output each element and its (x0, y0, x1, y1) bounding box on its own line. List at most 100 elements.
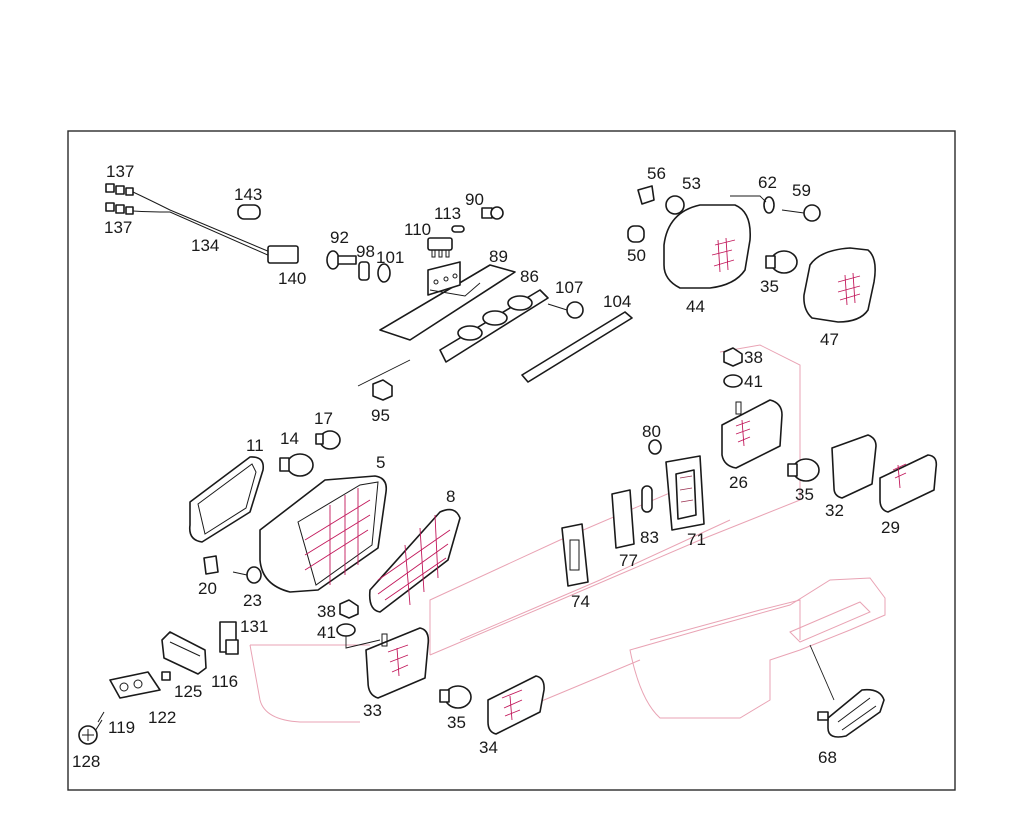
bulb-35-right (787, 458, 820, 482)
part-label: 77 (619, 551, 638, 570)
screw-107 (547, 301, 584, 319)
grommet-80 (648, 439, 662, 455)
lamp-116 (161, 631, 207, 675)
part-label: 56 (647, 164, 666, 183)
brake-light-lens-86 (439, 289, 549, 363)
part-label: 59 (792, 181, 811, 200)
plug-140 (267, 245, 299, 264)
part-label: 101 (376, 248, 404, 267)
part-label: 34 (479, 738, 498, 757)
sleeve-143 (237, 204, 261, 220)
bulb-14 (279, 453, 314, 477)
lamp-26 (721, 399, 783, 469)
part-label: 23 (243, 591, 262, 610)
part-label: 131 (240, 617, 268, 636)
gasket-32 (831, 434, 877, 499)
part-label: 134 (191, 236, 219, 255)
part-label: 104 (603, 292, 631, 311)
wiring-harness-134 (132, 191, 271, 257)
connector-131 (219, 621, 239, 655)
part-label: 71 (687, 530, 706, 549)
part-label: 80 (642, 422, 661, 441)
leader-lines (429, 195, 767, 297)
clip-98 (358, 261, 370, 281)
part-label: 50 (627, 246, 646, 265)
part-label: 125 (174, 682, 202, 701)
bulb-socket-110 (427, 237, 453, 258)
screw-23 (232, 566, 262, 584)
part-label: 74 (571, 592, 590, 611)
gasket-122 (109, 671, 161, 699)
gasket-77 (611, 489, 635, 549)
nut-95 (372, 379, 393, 401)
washer-41-right (723, 374, 743, 388)
bulb-17 (315, 430, 341, 450)
lamp-housing-44 (663, 204, 752, 289)
gasket-11 (188, 456, 265, 543)
part-label: 140 (278, 269, 306, 288)
tail-lamp-lens-8 (368, 508, 461, 613)
part-label: 29 (881, 518, 900, 537)
part-label: 8 (446, 487, 455, 506)
part-label: 17 (314, 409, 333, 428)
part-label: 35 (760, 277, 779, 296)
part-label: 86 (520, 267, 539, 286)
leader-95 (357, 359, 411, 387)
diagram-frame (67, 130, 956, 791)
part-label: 62 (758, 173, 777, 192)
washer-41-left (336, 623, 356, 637)
tail-lamp-housing-5 (259, 475, 388, 593)
bulb-90 (481, 206, 504, 220)
lamp-71 (665, 455, 705, 531)
part-label: 20 (198, 579, 217, 598)
part-label: 128 (72, 752, 100, 771)
lamp-74 (561, 523, 589, 587)
grommet-53 (665, 195, 685, 215)
screw-92 (326, 250, 357, 270)
part-label: 38 (317, 602, 336, 621)
third-brake-light-89 (379, 261, 516, 341)
bulb-113 (451, 225, 465, 233)
lamp-lens-47 (803, 247, 876, 323)
part-label: 137 (106, 162, 134, 181)
part-label: 41 (317, 623, 336, 642)
nut-38-right (723, 347, 743, 367)
part-label: 113 (434, 204, 461, 223)
lamp-68 (817, 688, 885, 738)
cable-connector-137-bottom (105, 202, 134, 215)
clip-125 (161, 671, 171, 681)
washer-62 (763, 196, 775, 214)
part-label: 53 (682, 174, 701, 193)
part-label: 90 (465, 190, 484, 209)
screw-59 (781, 204, 821, 222)
part-label: 143 (234, 185, 262, 204)
bulb-83 (641, 485, 653, 513)
part-label: 47 (820, 330, 839, 349)
part-label: 98 (356, 242, 375, 261)
part-label: 5 (376, 453, 385, 472)
part-label: 26 (729, 473, 748, 492)
part-label: 44 (686, 297, 705, 316)
part-label: 68 (818, 748, 837, 767)
part-label: 107 (555, 278, 583, 297)
part-label: 122 (148, 708, 176, 727)
part-label: 83 (640, 528, 659, 547)
part-label: 95 (371, 406, 390, 425)
nut-38-left (339, 599, 359, 619)
part-label: 32 (825, 501, 844, 520)
part-label: 33 (363, 701, 382, 720)
part-label: 116 (211, 672, 238, 691)
screw-128 (78, 725, 98, 745)
callout-labels: 137 137 143 134 140 92 98 101 110 113 90… (72, 162, 900, 771)
grommet-50 (627, 225, 645, 243)
part-label: 14 (280, 429, 299, 448)
cable-connector-137-top (105, 183, 134, 196)
bulb-35-upper (765, 250, 798, 274)
part-label: 38 (744, 348, 763, 367)
part-label: 35 (795, 485, 814, 504)
lamp-34 (487, 675, 545, 735)
washer-101 (377, 263, 391, 283)
lamp-29 (879, 454, 938, 513)
part-label: 137 (104, 218, 132, 237)
bulb-35-lower (439, 685, 472, 709)
